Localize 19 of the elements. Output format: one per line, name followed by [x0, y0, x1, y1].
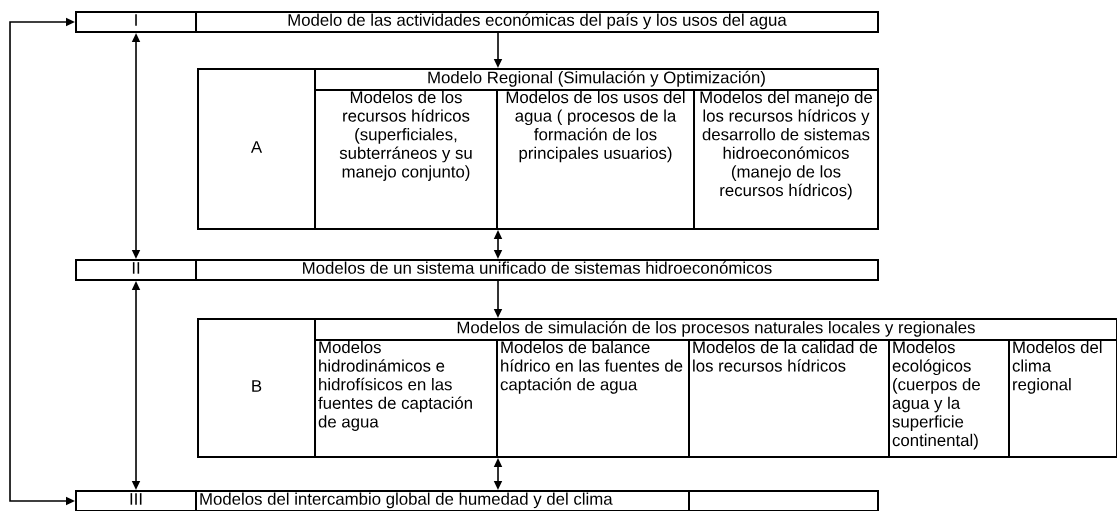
table-cell: Modelos de los recursos hídricos (superficiales, subterráneos y su manejo conjunto): [314, 89, 498, 230]
row-number-cell: III: [75, 490, 197, 511]
table-cell: Modelos del clima regional: [1008, 339, 1117, 458]
table-cell: Modelos de balance hídrico en las fuentes de captación de agua: [496, 339, 690, 458]
table-cell: Modelo de las actividades económicas del país y los usos del agua: [195, 11, 879, 33]
empty-cell: [688, 490, 879, 511]
block-label-cell: A: [197, 68, 316, 230]
table-cell: Modelos de los usos del agua ( procesos de la formación de los principales usuarios): [496, 89, 695, 230]
table-cell: Modelos del manejo de los recursos hídricos y desarrollo de sistemas hidroeconómicos (manejo de los recursos hídricos): [693, 89, 879, 230]
header-cell: Modelo Regional (Simulación y Optimización): [314, 68, 879, 91]
table-cell: Modelos del intercambio global de humedad y del clima: [195, 490, 690, 511]
block-label-cell: B: [197, 318, 316, 458]
table-cell: Modelos de la calidad de los recursos hídricos: [688, 339, 890, 458]
header-cell: Modelos de simulación de los procesos naturales locales y regionales: [314, 318, 1117, 341]
table-cell: Modelos ecológicos (cuerpos de agua y la superficie continental): [888, 339, 1010, 458]
table-cell: Modelos de un sistema unificado de sistemas hidroeconómicos: [195, 259, 879, 281]
row-number-cell: I: [75, 11, 197, 33]
row-number-cell: II: [75, 259, 197, 281]
table-cell: Modelos hidrodinámicos e hidrofísicos en las fuentes de captación de agua: [314, 339, 498, 458]
